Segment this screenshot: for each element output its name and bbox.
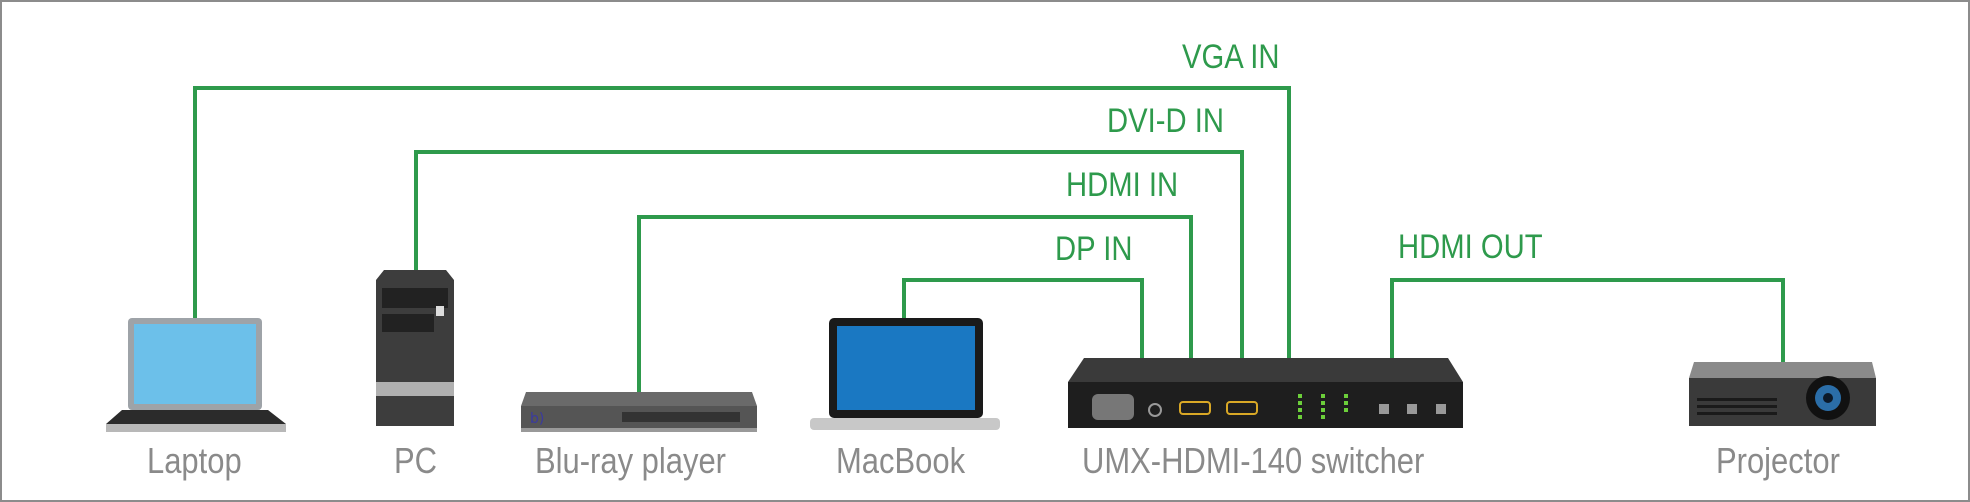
cable-dp [902,278,1144,358]
cable-hdmi-out [1390,278,1785,362]
projector-device [1689,362,1876,426]
label-projector: Projector [1716,440,1840,481]
label-macbook: MacBook [836,440,966,481]
label-dvi-d-in: DVI-D IN [1107,102,1224,140]
cable-dvi [414,150,1244,358]
pc-device [376,270,454,426]
label-dp-in: DP IN [1055,230,1133,268]
cables [193,86,1785,394]
switcher-device [1068,358,1463,428]
bluray-device: b) [521,392,757,432]
label-hdmi-in: HDMI IN [1066,166,1179,204]
laptop-device [106,318,286,432]
svg-text:b): b) [530,411,544,427]
macbook-device [810,318,1000,430]
label-hdmi-out: HDMI OUT [1398,228,1543,266]
cable-vga [193,86,1291,358]
label-switcher: UMX-HDMI-140 switcher [1082,440,1425,481]
label-vga-in: VGA IN [1182,38,1280,76]
label-bluray: Blu-ray player [535,440,727,481]
label-laptop: Laptop [147,440,242,481]
cable-hdmi [637,215,1193,394]
label-pc: PC [394,440,438,481]
